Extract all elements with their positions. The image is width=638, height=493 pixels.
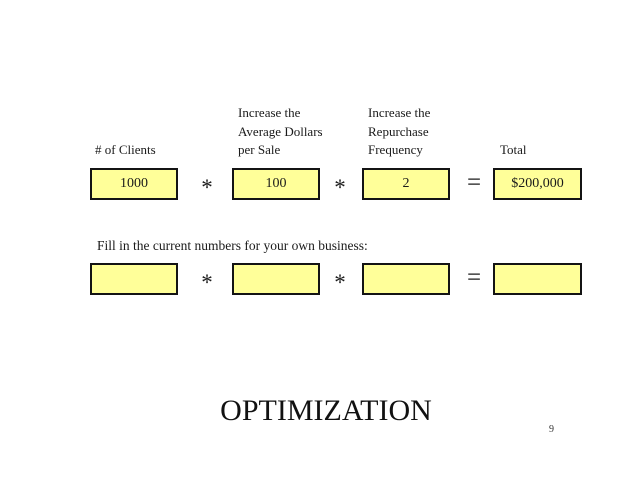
equals-operator: = — [452, 263, 496, 295]
total-value: $200,000 — [511, 176, 564, 191]
frequency-value-box: 2 — [362, 168, 450, 200]
multiply-sign: * — [334, 175, 346, 200]
equals-sign: = — [466, 264, 482, 291]
total-value-box: $200,000 — [493, 168, 582, 200]
clients-header-label: # of Clients — [95, 142, 156, 157]
multiply-sign: * — [201, 175, 213, 200]
clients-value-box: 1000 — [90, 168, 178, 200]
frequency-value: 2 — [402, 176, 410, 191]
multiply-sign: * — [334, 270, 346, 295]
equals-operator: = — [452, 168, 496, 200]
avg-dollars-value-box: 100 — [232, 168, 320, 200]
page-number: 9 — [549, 424, 554, 435]
equals-sign: = — [466, 169, 482, 196]
fill-in-clients-box — [90, 263, 178, 295]
multiply-operator: * — [318, 168, 362, 200]
multiply-operator: * — [185, 168, 229, 200]
multiply-sign: * — [201, 270, 213, 295]
clients-value: 1000 — [120, 176, 148, 191]
avg-dollars-header-label: Increase the Average Dollars per Sale — [238, 105, 323, 157]
fill-in-total-box — [493, 263, 582, 295]
total-header-label: Total — [500, 142, 527, 157]
repurchase-header-label: Increase the Repurchase Frequency — [368, 105, 431, 157]
fill-in-instruction: Fill in the current numbers for your own… — [97, 238, 368, 253]
slide-title: OPTIMIZATION — [220, 394, 432, 427]
fill-in-frequency-box — [362, 263, 450, 295]
fill-in-avg-dollars-box — [232, 263, 320, 295]
multiply-operator: * — [185, 263, 229, 295]
avg-dollars-value: 100 — [265, 176, 287, 191]
multiply-operator: * — [318, 263, 362, 295]
